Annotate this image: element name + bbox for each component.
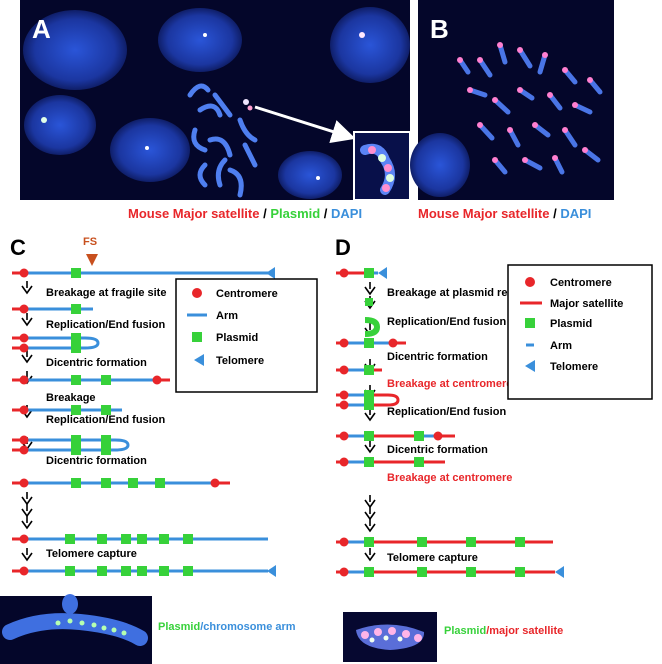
- c-chromosomes: [12, 267, 276, 577]
- d-step-3: Dicentric formation: [387, 351, 488, 363]
- c-step-3: Dicentric formation: [46, 357, 147, 369]
- d-step-8: Telomere capture: [387, 552, 478, 564]
- caption-b: Mouse Major satellite / DAPI: [418, 206, 591, 221]
- fs-label: FS: [83, 236, 97, 248]
- micrograph-d-bottom: [343, 612, 437, 662]
- legend-c-telomere: Telomere: [216, 355, 264, 367]
- d-step-5: Replication/End fusion: [387, 406, 506, 418]
- caption-a: Mouse Major satellite / Plasmid / DAPI: [128, 206, 362, 221]
- caption-c-bottom: Plasmid/chromosome arm: [158, 621, 296, 633]
- c-step-7: Telomere capture: [46, 548, 137, 560]
- panel-label-b: B: [430, 14, 449, 44]
- legend-c: Centromere Arm Plasmid Telomere: [175, 278, 318, 393]
- d-step-7: Breakage at centromere: [387, 472, 512, 484]
- legend-c-centromere: Centromere: [216, 288, 278, 300]
- c-step-5: Replication/End fusion: [46, 414, 165, 426]
- c-arrows: [21, 281, 33, 562]
- panel-label-c: C: [10, 235, 26, 260]
- fs-marker: [86, 254, 98, 266]
- c-step-1: Breakage at fragile site: [46, 287, 166, 299]
- legend-d-centromere: Centromere: [550, 277, 612, 289]
- d-step-2: Replication/End fusion: [387, 316, 506, 328]
- panel-label-a: A: [32, 14, 51, 44]
- d-chromosomes: [336, 267, 564, 578]
- micrograph-c-bottom: [0, 594, 152, 664]
- panel-label-d: D: [335, 235, 351, 260]
- legend-d-telomere: Telomere: [550, 361, 598, 373]
- legend-d: Centromere Major satellite Plasmid Arm T…: [507, 264, 653, 400]
- d-step-4: Breakage at centromere: [387, 378, 512, 390]
- micrograph-b: [410, 0, 614, 200]
- legend-d-arm: Arm: [550, 340, 572, 352]
- d-step-6: Dicentric formation: [387, 444, 488, 456]
- legend-c-arm: Arm: [216, 310, 238, 322]
- legend-c-plasmid: Plasmid: [216, 332, 258, 344]
- micrograph-a: [20, 0, 411, 201]
- c-step-4: Breakage: [46, 392, 96, 404]
- legend-d-plasmid: Plasmid: [550, 318, 592, 330]
- c-step-6: Dicentric formation: [46, 455, 147, 467]
- caption-d-bottom: Plasmid/major satellite: [444, 625, 563, 637]
- legend-d-major-satellite: Major satellite: [550, 298, 623, 310]
- c-step-2: Replication/End fusion: [46, 319, 165, 331]
- d-step-1: Breakage at plasmid repeat: [387, 287, 530, 299]
